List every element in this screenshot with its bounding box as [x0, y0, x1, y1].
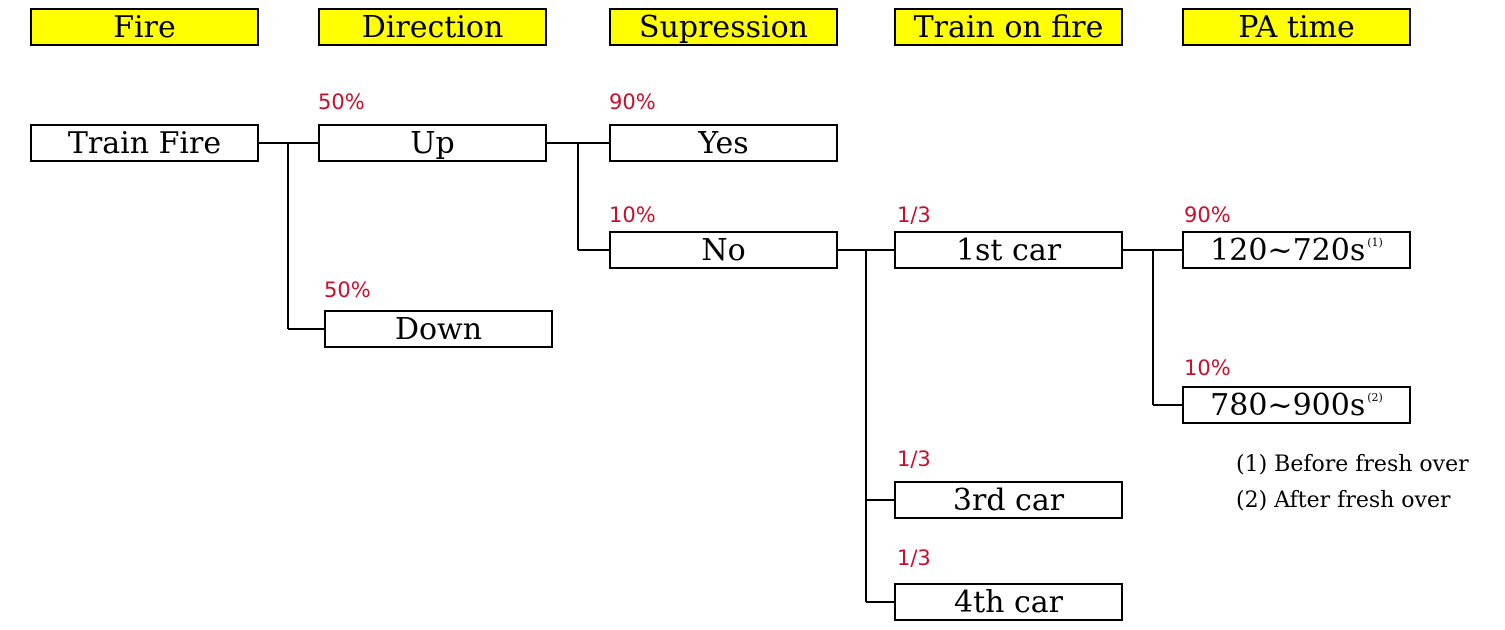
node-4th-car: 4th car: [894, 583, 1123, 621]
node-down: Down: [324, 310, 553, 348]
prob-1st-car: 1/3: [897, 203, 931, 227]
pa-time-2-footnote-mark: (2): [1367, 390, 1383, 404]
footnote-1: (1) Before fresh over: [1236, 452, 1469, 477]
node-yes: Yes: [609, 124, 838, 162]
node-no: No: [609, 231, 838, 269]
pa-time-2-label: 780~900s: [1210, 387, 1366, 423]
footnote-2: (2) After fresh over: [1236, 488, 1451, 513]
pa-time-1-label: 120~720s: [1210, 232, 1366, 268]
prob-up: 50%: [318, 90, 365, 114]
node-3rd-car: 3rd car: [894, 481, 1123, 519]
node-train-fire: Train Fire: [30, 124, 259, 162]
prob-pa-time-1: 90%: [1184, 203, 1231, 227]
node-pa-time-1: 120~720s(1): [1182, 231, 1411, 269]
prob-no: 10%: [609, 203, 656, 227]
prob-3rd-car: 1/3: [897, 447, 931, 471]
node-up: Up: [318, 124, 547, 162]
prob-yes: 90%: [609, 90, 656, 114]
node-pa-time-2: 780~900s(2): [1182, 386, 1411, 424]
pa-time-1-footnote-mark: (1): [1367, 235, 1383, 249]
prob-pa-time-2: 10%: [1184, 356, 1231, 380]
header-train-on-fire: Train on fire: [894, 8, 1123, 46]
node-1st-car: 1st car: [894, 231, 1123, 269]
header-fire: Fire: [30, 8, 259, 46]
prob-4th-car: 1/3: [897, 546, 931, 570]
prob-down: 50%: [324, 278, 371, 302]
header-suppression: Supression: [609, 8, 838, 46]
header-direction: Direction: [318, 8, 547, 46]
header-pa-time: PA time: [1182, 8, 1411, 46]
